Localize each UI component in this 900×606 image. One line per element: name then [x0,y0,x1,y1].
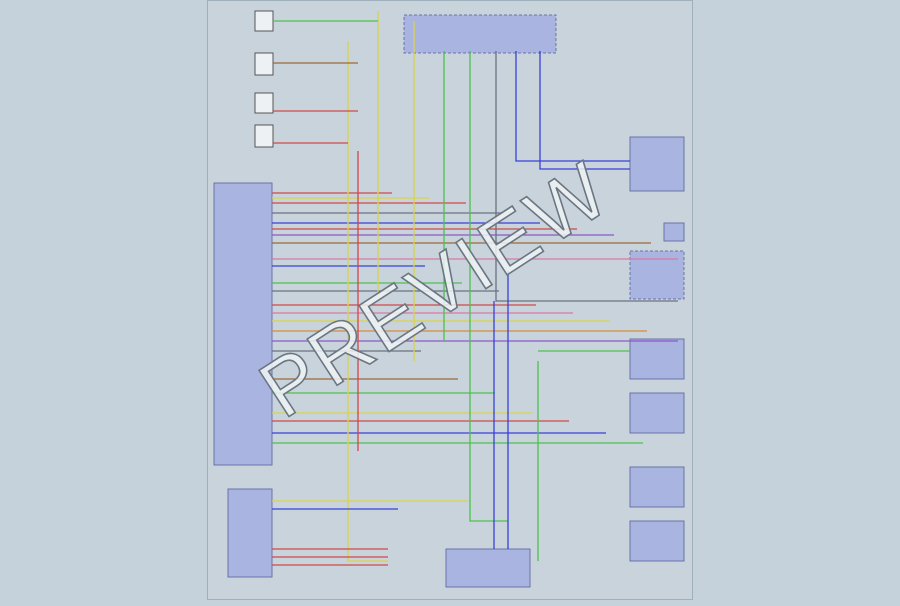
control-module [213,182,273,466]
lower-module [227,488,273,578]
wire-trunk-5 [495,51,678,302]
wire-trunk-10 [347,41,388,562]
sensor-3-icon [254,92,274,114]
compressor-box [445,548,531,588]
door-motor-4-box [629,520,685,562]
wire-trunk-6 [515,51,630,162]
connector-box [663,222,685,242]
wire-layer [272,11,678,566]
door-motor-1-box [629,338,685,380]
fuse-relay-box [403,14,557,54]
blower-motor-box [629,136,685,192]
door-motor-2-box [629,392,685,434]
sensor-4-icon [254,124,274,148]
sensor-column [254,10,274,148]
resistor-box [629,250,685,300]
sensor-2-icon [254,52,274,76]
door-motor-3-box [629,466,685,508]
wire-trunk-4 [469,51,508,522]
wiring-diagram [213,10,685,588]
sensor-1-icon [254,10,274,32]
wiring-diagram-sheet [207,0,693,600]
wire-trunk-7 [539,51,630,170]
right-components [629,136,685,562]
